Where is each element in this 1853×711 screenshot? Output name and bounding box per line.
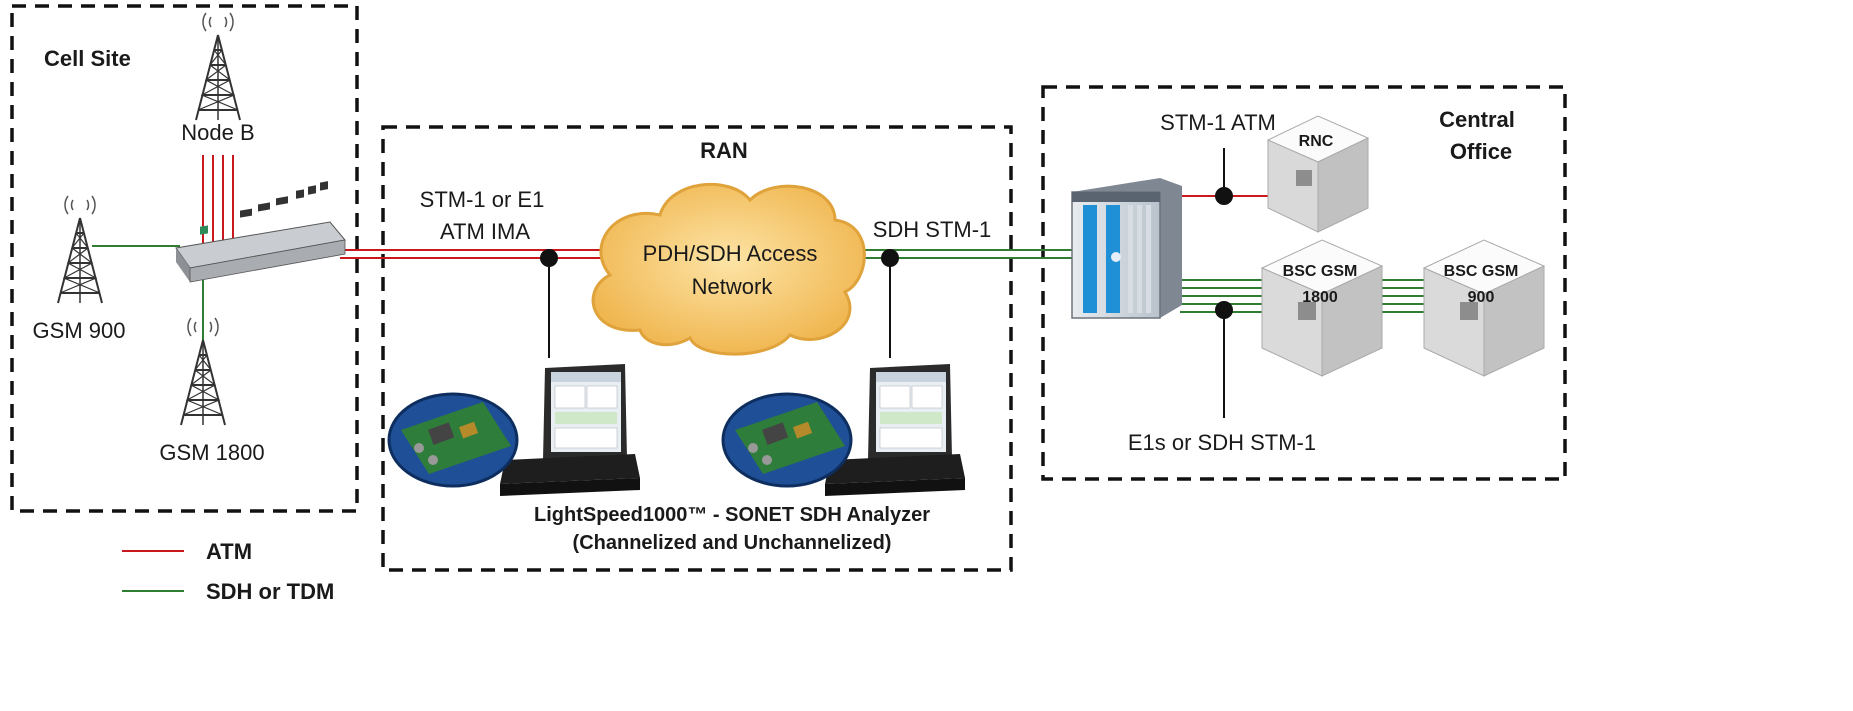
node-b-label: Node B <box>181 120 254 145</box>
cloud-label-line1: PDH/SDH Access <box>643 241 818 266</box>
legend-sdh-label: SDH or TDM <box>206 579 334 604</box>
gsm1800-label: GSM 1800 <box>159 440 264 465</box>
bsc900-label-line2: 900 <box>1468 289 1495 306</box>
bsc1800-label-line2: 1800 <box>1302 289 1338 306</box>
stm1-atm-label: STM-1 ATM <box>1160 110 1276 135</box>
cloud-label-line2: Network <box>692 274 774 299</box>
tap-point-atm <box>540 249 558 267</box>
rnc-node-icon <box>1266 115 1370 233</box>
stm1-e1-label-line2: ATM IMA <box>440 219 530 244</box>
bsc1800-label-line1: BSC GSM <box>1283 263 1358 280</box>
tap-point-e1s <box>1215 301 1233 319</box>
rnc-label: RNC <box>1299 133 1334 150</box>
analyzer-caption-line2: (Channelized and Unchannelized) <box>573 532 892 554</box>
central-office-rack-icon <box>1071 178 1182 319</box>
gsm900-tower-icon <box>57 195 103 304</box>
ran-region <box>381 125 1013 572</box>
analyzer-card-icon <box>387 392 519 488</box>
cell-site-title: Cell Site <box>44 46 131 71</box>
cell-site-mux-icon <box>175 181 346 283</box>
stm1-e1-label-line1: STM-1 or E1 <box>420 187 545 212</box>
e1s-sdh-label: E1s or SDH STM-1 <box>1128 430 1316 455</box>
node-b-tower-icon <box>195 12 241 121</box>
analyzer-right <box>721 363 966 497</box>
central-office-region <box>1041 85 1567 481</box>
bsc900-label-line1: BSC GSM <box>1444 263 1519 280</box>
bsc-1800-node-icon <box>1260 239 1384 377</box>
tap-point-sdh <box>881 249 899 267</box>
bsc-900-node-icon <box>1422 239 1546 377</box>
cell-site-region <box>10 4 359 513</box>
gsm900-label: GSM 900 <box>33 318 126 343</box>
analyzer-card-icon <box>721 392 853 488</box>
atm-ima-link <box>340 249 610 259</box>
central-office-title-line1: Central <box>1439 107 1515 132</box>
analyzer-laptop-icon <box>499 363 641 497</box>
tap-point-stm1-atm <box>1215 187 1233 205</box>
central-office-title-line2: Office <box>1450 139 1512 164</box>
analyzer-left <box>387 363 641 497</box>
ran-title: RAN <box>700 138 748 163</box>
access-network-cloud-icon <box>591 182 866 356</box>
legend-atm-label: ATM <box>206 539 252 564</box>
sdh-stm1-label: SDH STM-1 <box>873 217 992 242</box>
analyzer-caption-line1: LightSpeed1000™ - SONET SDH Analyzer <box>534 504 930 526</box>
